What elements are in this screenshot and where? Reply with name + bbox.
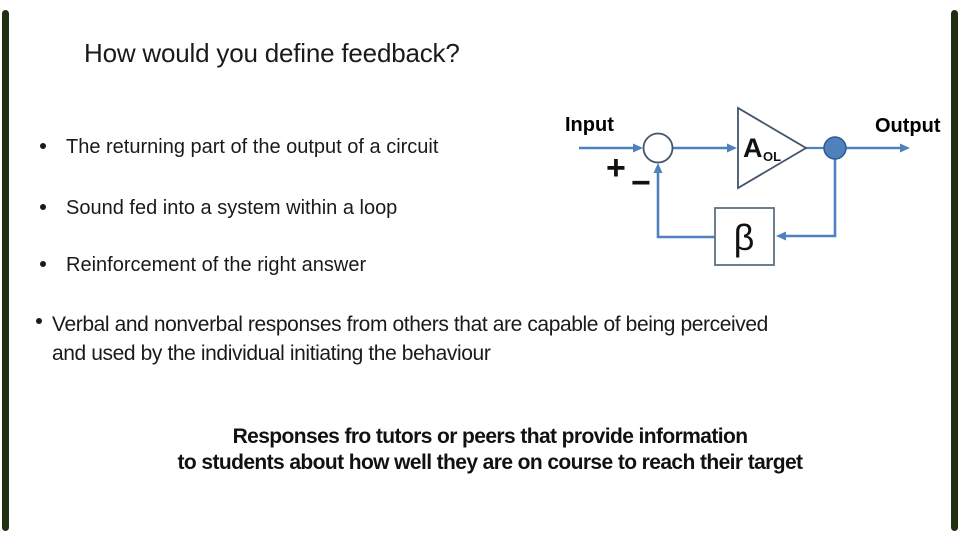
- output-node: [823, 136, 847, 160]
- bullet-dot: [40, 261, 46, 267]
- bullet-item-1: The returning part of the output of a ci…: [40, 135, 560, 159]
- bullet-text-line-1: Verbal and nonverbal responses from othe…: [52, 313, 768, 336]
- feedback-return-line: [656, 172, 715, 239]
- beta-label: β: [734, 217, 755, 258]
- bullet-dot: [40, 143, 46, 149]
- bullet-text: Reinforcement of the right answer: [66, 254, 367, 276]
- minus-sign: −: [631, 164, 651, 202]
- amp-input-arrowhead-icon: [727, 143, 737, 153]
- bullet-item-2: Sound fed into a system within a loop: [40, 196, 560, 220]
- plus-sign: +: [606, 149, 626, 187]
- output-label: Output: [875, 115, 941, 137]
- feedback-loop-diagram: + − A OL β Input Output: [565, 106, 941, 266]
- bullet-dot: [40, 204, 46, 210]
- footer-statement: Responses fro tutors or peers that provi…: [20, 424, 960, 476]
- bullet-item-3: Reinforcement of the right answer: [40, 253, 560, 277]
- feedback-down-line: [786, 158, 837, 238]
- input-label: Input: [565, 114, 614, 136]
- bullet-dot: [36, 318, 42, 324]
- left-edge-bar: [2, 10, 9, 531]
- summing-junction-circle: [642, 132, 674, 164]
- gain-label: A: [743, 133, 763, 163]
- bullet-text: Sound fed into a system within a loop: [66, 197, 398, 219]
- feedback-box: [714, 207, 775, 266]
- footer-line-1: Responses fro tutors or peers that provi…: [232, 425, 748, 448]
- input-arrowhead-icon: [633, 143, 643, 153]
- footer-line-2: to students about how well they are on c…: [177, 451, 804, 474]
- bullet-item-4: Verbal and nonverbal responses from othe…: [36, 310, 896, 368]
- junction-feedback-arrowhead-icon: [653, 163, 663, 173]
- slide-title: How would you define feedback?: [84, 38, 460, 68]
- gain-subscript-label: OL: [763, 149, 781, 164]
- bullet-text: The returning part of the output of a ci…: [66, 136, 439, 158]
- right-edge-bar: [951, 10, 958, 531]
- gain-triangle: [737, 106, 808, 190]
- output-arrowhead-icon: [900, 143, 910, 153]
- beta-input-arrowhead-icon: [776, 231, 786, 241]
- bullet-text-line-2: and used by the individual initiating th…: [52, 342, 491, 365]
